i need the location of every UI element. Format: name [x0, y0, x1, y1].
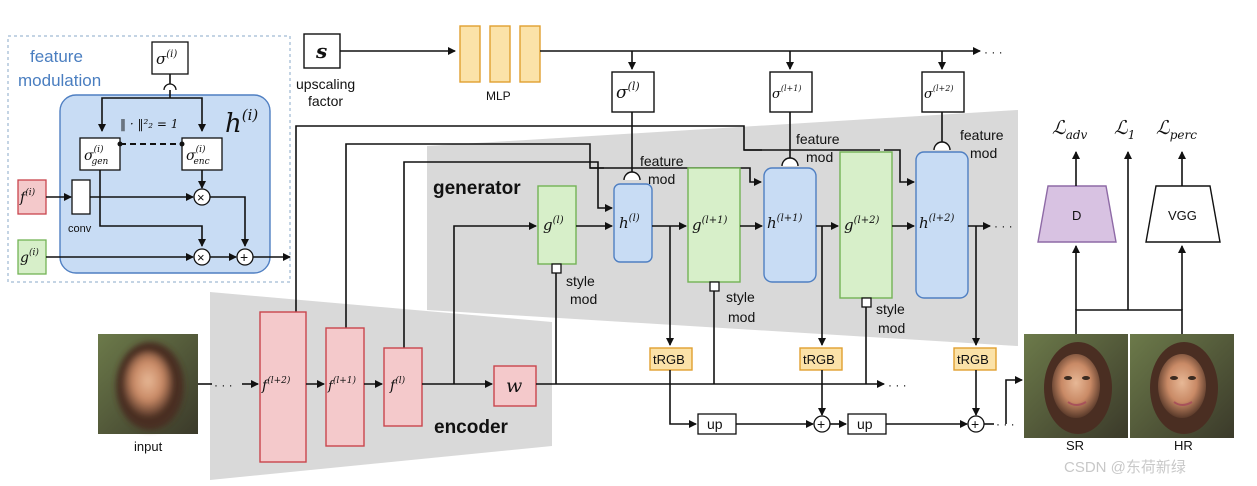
f-block-l2: [259, 311, 307, 463]
h-block-l2: [915, 151, 969, 299]
sigma-gen-label: σ(i)gen: [84, 144, 109, 167]
h-block-l: [613, 183, 653, 263]
loss-perc: ℒperc: [1156, 117, 1197, 142]
w-dots: · · ·: [888, 378, 907, 392]
h-block-l-label: h(l): [619, 213, 640, 232]
trgb-l-label: tRGB: [653, 352, 685, 367]
style-mod-label-2b: mod: [728, 309, 755, 325]
add-symbol: +: [240, 249, 248, 265]
g-block-l: [537, 185, 577, 265]
sigma-i-box: [151, 41, 189, 75]
encoder-input-dots: · · ·: [214, 378, 233, 392]
sigma-i-label: σ(i): [156, 49, 177, 68]
up-label-1: up: [707, 416, 723, 432]
style-mod-label-3a: style: [876, 301, 905, 317]
add-up-1-symbol: +: [817, 416, 825, 432]
mlp-layer-3: [519, 25, 541, 83]
norm-constraint: ‖ · ‖²₂ = 1: [120, 117, 178, 131]
sigma-l1-label: σ(l+1): [772, 84, 801, 102]
style-mod-l1: [709, 281, 720, 292]
input-image: [98, 334, 198, 434]
sigma-l2-label: σ(l+2): [924, 84, 953, 102]
loss-l1: ℒ1: [1114, 117, 1135, 142]
loss-adv: ℒadv: [1052, 117, 1088, 142]
mlp-label: MLP: [486, 89, 511, 103]
encoder-title: encoder: [434, 417, 509, 438]
trgb-l2: [953, 347, 997, 371]
w-label: w: [506, 375, 522, 397]
discriminator-label: D: [1072, 208, 1081, 223]
style-mod-label-2a: style: [726, 289, 755, 305]
sigma-l1-box: [769, 71, 813, 113]
conv-label: conv: [68, 223, 92, 235]
mlp-layer-1: [459, 25, 481, 83]
g-i-label: g(i): [20, 247, 39, 266]
feature-mod-label-3b: mod: [970, 145, 997, 161]
g-block-l2: [839, 151, 893, 299]
h-module-label: h(i): [225, 106, 258, 139]
up-label-2: up: [857, 416, 873, 432]
style-mod-label-3b: mod: [878, 320, 905, 336]
vgg-label: VGG: [1168, 208, 1197, 223]
feature-mod-label-1b: mod: [648, 171, 675, 187]
trgb-l1: [799, 347, 843, 371]
f-i-label: f(i): [19, 187, 36, 206]
feature-mod-label-3a: feature: [960, 127, 1004, 143]
watermark: CSDN @东荷新绿: [1064, 459, 1186, 476]
g-block-l1-label: g(l+1): [692, 215, 727, 234]
multiply-symbol-2: ×: [197, 250, 205, 265]
trgb-l2-label: tRGB: [957, 352, 989, 367]
h-block-l1: [763, 167, 817, 283]
h-block-l1-label: h(l+1): [767, 213, 803, 232]
style-mod-l: [551, 263, 562, 274]
discriminator-box: [1037, 185, 1117, 243]
sigma-l-box: [611, 71, 655, 113]
s-label: s: [315, 39, 327, 63]
feature-mod-label-2a: feature: [796, 131, 840, 147]
s-box: [303, 33, 341, 69]
sigma-enc-label: σ(i)enc: [186, 144, 210, 167]
generator-dots: · · ·: [994, 219, 1013, 233]
style-mod-label-1b: mod: [570, 291, 597, 307]
style-mod-l2: [861, 297, 872, 308]
trgb-l: [649, 347, 693, 371]
trgb-l1-label: tRGB: [803, 352, 835, 367]
mlp-layer-2: [489, 25, 511, 83]
sigma-l-label: σ(l): [616, 80, 640, 103]
module-title-line2: modulation: [18, 71, 101, 90]
hr-image: [1130, 334, 1234, 438]
conv-box: [71, 179, 91, 215]
w-box: [493, 365, 537, 407]
sr-caption: SR: [1066, 438, 1084, 453]
input-caption: input: [134, 439, 163, 454]
g-block-l2-label: g(l+2): [844, 215, 879, 234]
add-up-2-symbol: +: [971, 416, 979, 432]
f-block-l-label: f(l): [389, 375, 406, 394]
style-mod-label-1a: style: [566, 273, 595, 289]
vgg-box: [1145, 185, 1221, 243]
f-block-l1: [325, 327, 365, 447]
multiply-symbol-1: ×: [197, 190, 205, 205]
feature-mod-label-1a: feature: [640, 153, 684, 169]
sigma-l2-box: [921, 71, 965, 113]
h-block-l2-label: h(l+2): [919, 213, 955, 232]
upscaling-caption-2: factor: [308, 93, 343, 109]
f-block-l: [383, 347, 423, 427]
upscaling-caption-1: upscaling: [296, 76, 355, 92]
mlp-dots: · · ·: [984, 45, 1003, 59]
f-block-l2-label: f(l+2): [261, 375, 291, 394]
hr-caption: HR: [1174, 438, 1193, 453]
sr-image: [1024, 334, 1128, 438]
g-i-box: [17, 239, 47, 275]
feature-modulation-panel: [7, 35, 291, 283]
feature-mod-label-2b: mod: [806, 149, 833, 165]
module-title-line1: feature: [30, 47, 83, 66]
generator-title: generator: [433, 178, 521, 199]
sigma-enc-box: [181, 137, 223, 171]
g-block-l-label: g(l): [543, 215, 564, 234]
f-block-l1-label: f(l+1): [327, 375, 356, 394]
